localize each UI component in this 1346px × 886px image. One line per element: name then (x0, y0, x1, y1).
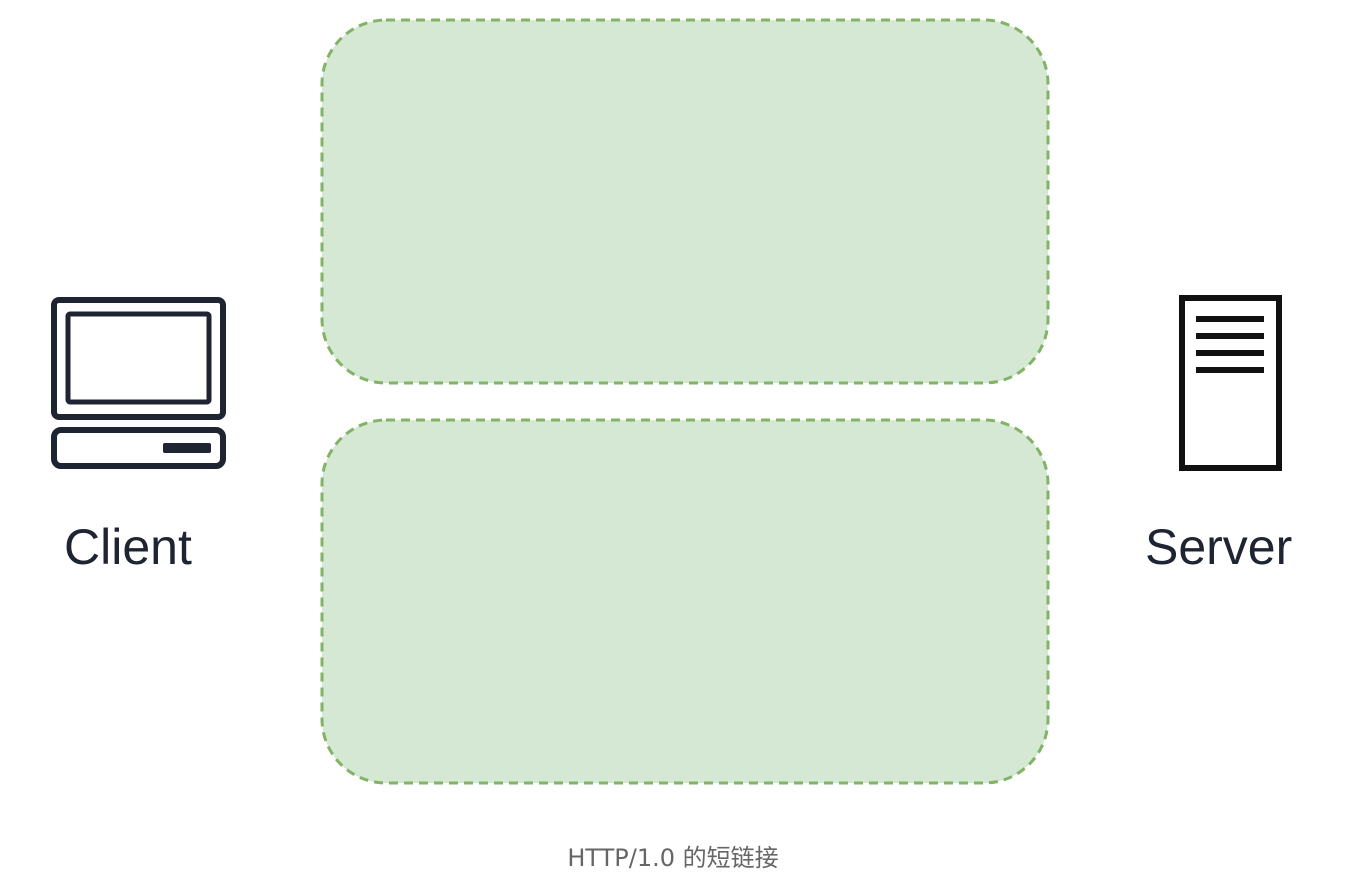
server-icon (1179, 295, 1282, 471)
figure-caption: HTTP/1.0 的短链接 (567, 844, 779, 872)
server-label: Server (1145, 519, 1293, 575)
group-box (320, 18, 1050, 385)
group-box (320, 418, 1050, 785)
client-computer-icon (51, 297, 226, 469)
client-label: Client (64, 519, 192, 575)
connection-groups: 建立 TCP 连接HTTP 请求HTTP 响应断开 TCP 连接建立 TCP 连… (320, 18, 1050, 785)
connection-group (320, 18, 1050, 385)
connection-group (320, 418, 1050, 785)
